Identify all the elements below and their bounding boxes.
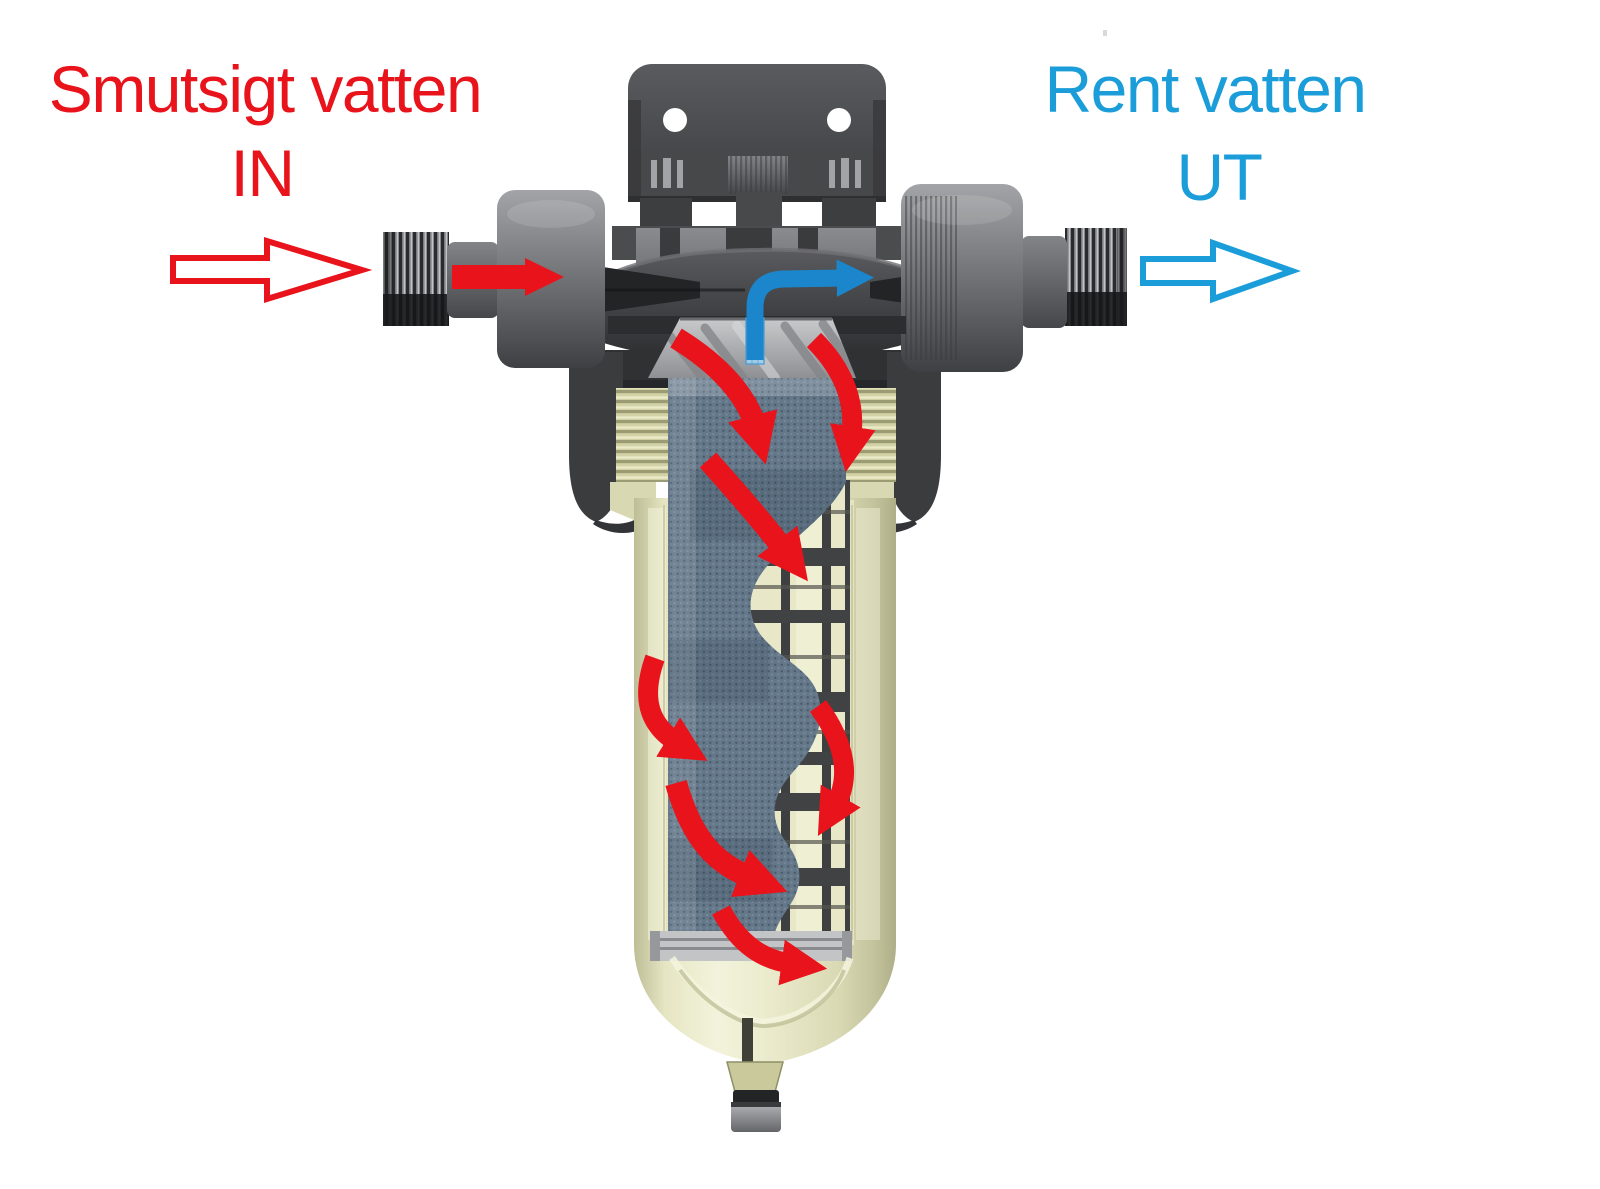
bracket-screw-hole-left: [663, 108, 687, 132]
outlet-direction-arrow: [1140, 238, 1301, 304]
outlet-collar: [1021, 236, 1067, 328]
bracket-vent-slots: [651, 158, 861, 188]
spiral-arrow-4: [638, 654, 708, 761]
drain-plug: [726, 1061, 784, 1132]
image-artifact: [1103, 30, 1107, 36]
collar-hook-right: [887, 352, 941, 522]
spiral-arrow-1: [670, 328, 778, 465]
drain-stem: [742, 1018, 753, 1066]
inlet-direction-arrow: [170, 236, 373, 304]
bracket-screw-hole-right: [827, 108, 851, 132]
spiral-arrow-2: [806, 332, 876, 473]
spiral-arrow-7: [712, 905, 828, 986]
spiral-arrow-3: [699, 452, 808, 582]
outlet-flow-arrow: [746, 259, 875, 360]
outlet-nut-knurl: [905, 196, 957, 360]
spiral-arrow-5: [809, 700, 861, 836]
inlet-label-line2: IN: [231, 136, 294, 210]
outlet-label-line1: Rent vatten: [1044, 52, 1365, 126]
spiral-arrow-6: [665, 779, 788, 897]
dirty-water-spiral-arrows: [638, 328, 876, 986]
bowl-funnel: [669, 956, 854, 1066]
collar-hook-left: [569, 352, 623, 522]
bowl-thread-left: [616, 388, 670, 482]
drain-cap: [731, 1102, 781, 1132]
outlet-pipe: [901, 184, 1127, 372]
inlet-flow-arrow: [452, 258, 564, 296]
outlet-label-line2: UT: [1177, 140, 1262, 214]
clean-water-path: [745, 259, 875, 365]
inlet-label-line1: Smutsigt vatten: [49, 52, 481, 126]
mounting-bracket: [628, 64, 886, 236]
